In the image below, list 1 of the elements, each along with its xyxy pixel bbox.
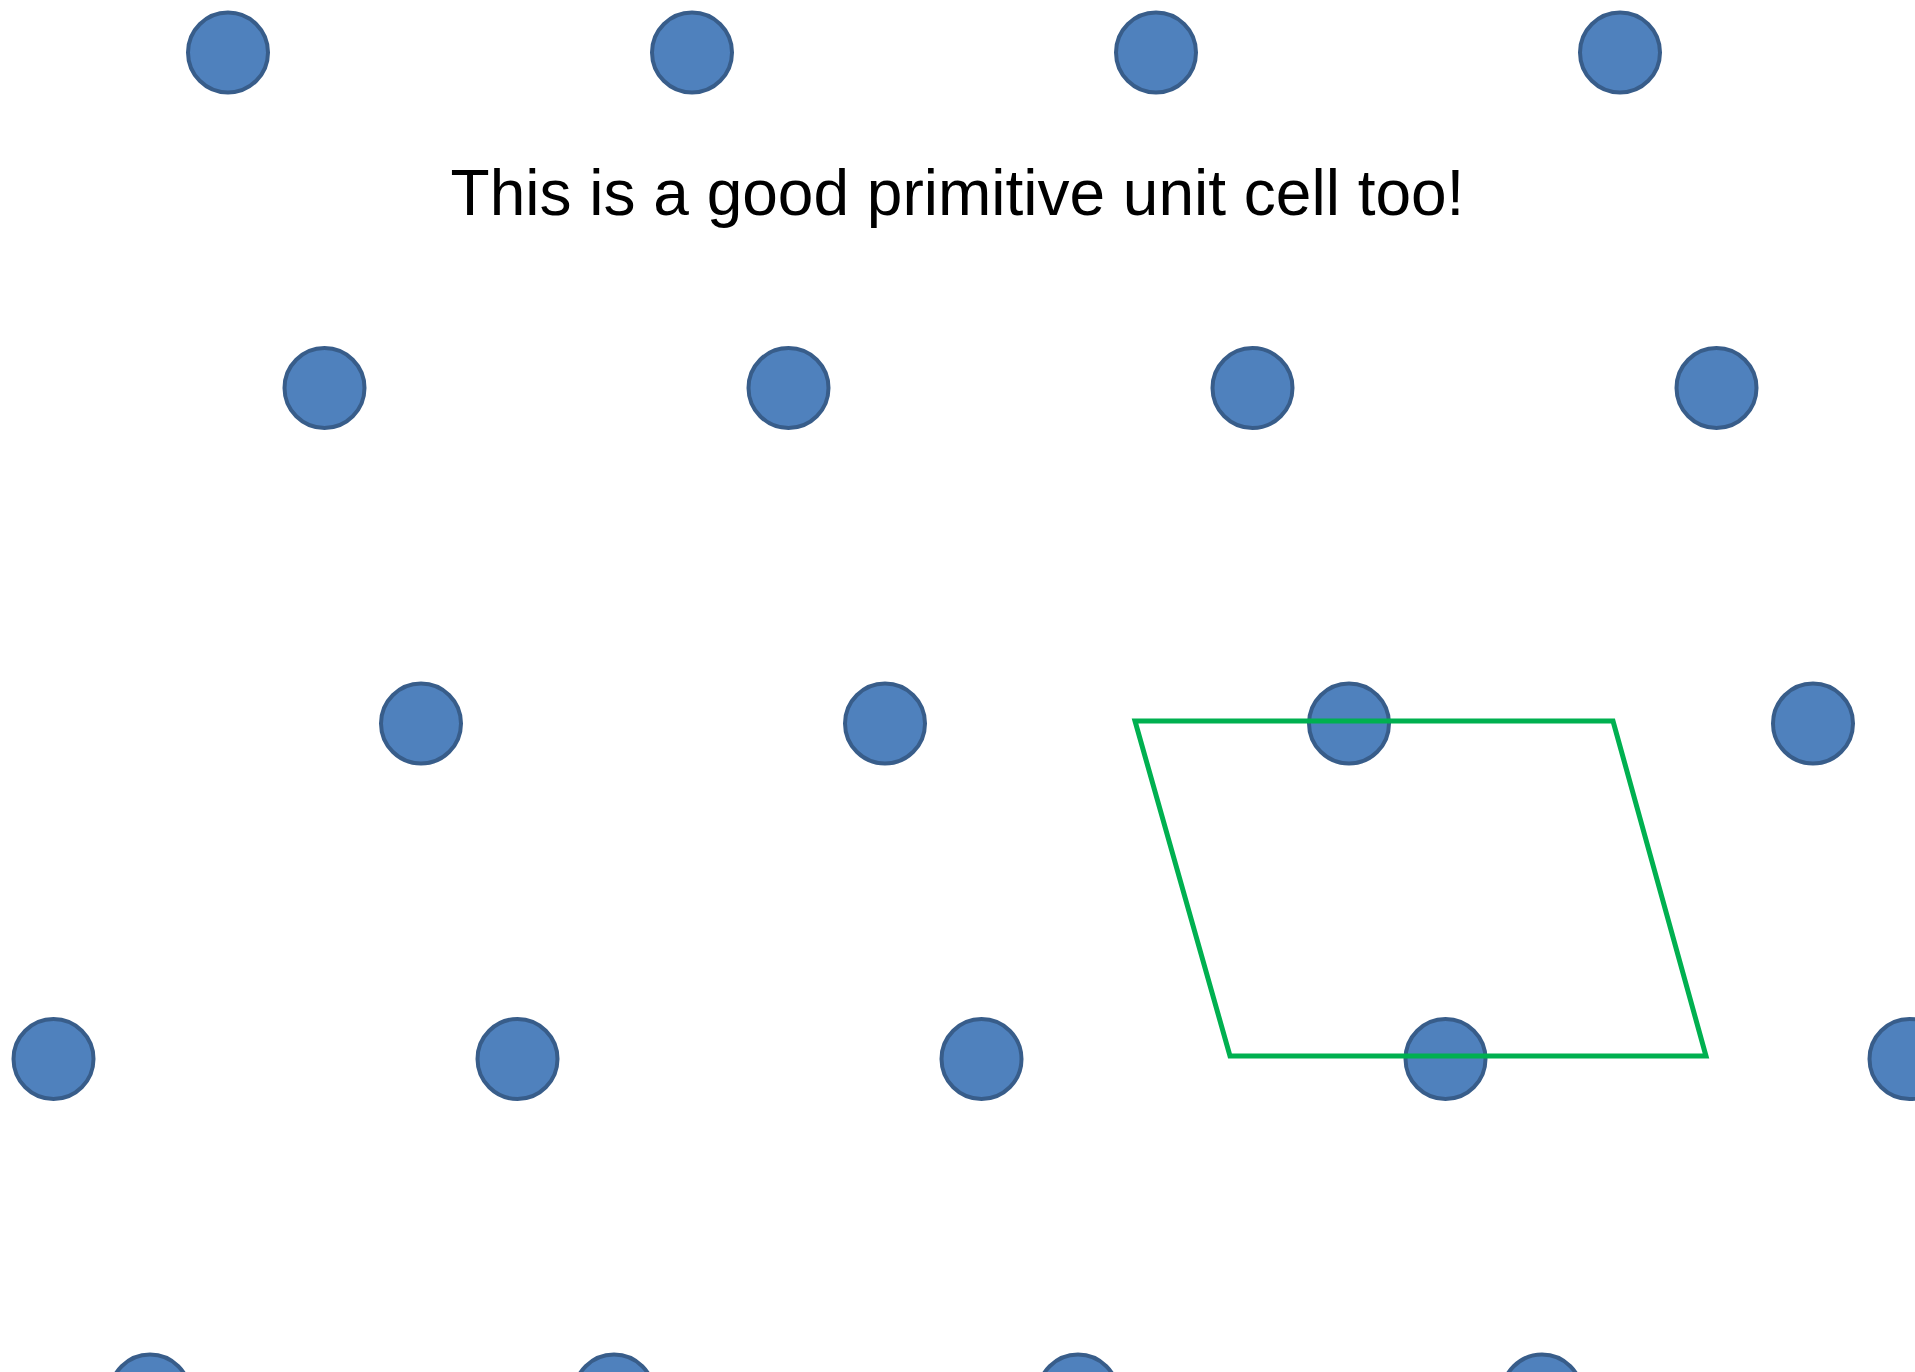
title: This is a good primitive unit cell too! [450,156,1465,231]
